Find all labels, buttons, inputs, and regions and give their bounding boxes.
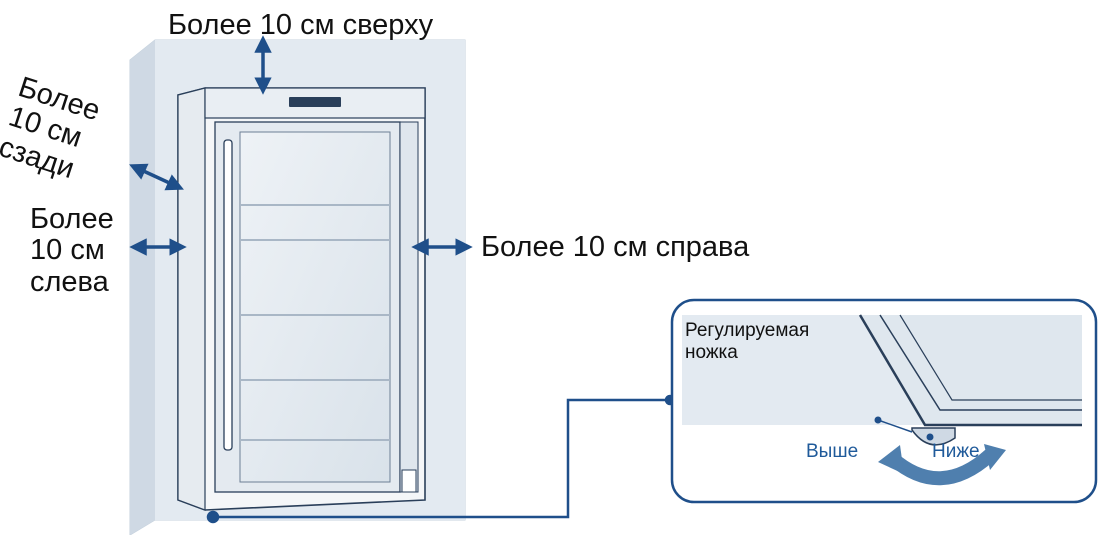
door-handle bbox=[223, 139, 233, 451]
left-label-line-1: Более bbox=[30, 203, 114, 235]
rotate-up-arrowhead bbox=[878, 445, 904, 474]
right-clearance-label: Более 10 см справа bbox=[481, 231, 750, 263]
wine-fridge bbox=[177, 87, 426, 511]
top-clearance-label: Более 10 см сверху bbox=[168, 9, 434, 41]
clearance-arrows bbox=[129, 35, 473, 256]
left-clearance-label: Более 10 см слева bbox=[30, 203, 114, 298]
foot-label-line-1: Регулируемая bbox=[685, 320, 810, 341]
adjustable-foot-label: Регулируемая ножка bbox=[685, 320, 809, 364]
shelves bbox=[240, 204, 390, 441]
adjustable-foot bbox=[911, 427, 956, 446]
left-label-line-2: 10 см bbox=[30, 234, 105, 267]
back-arrow bbox=[129, 163, 184, 191]
foot-label-line-2: ножка bbox=[685, 341, 738, 363]
rotate-down-arrowhead bbox=[984, 444, 1006, 470]
lower-label: Ниже bbox=[932, 441, 980, 462]
foot-detail-callout bbox=[670, 298, 1098, 504]
display-panel bbox=[289, 97, 341, 107]
higher-label: Выше bbox=[806, 441, 859, 462]
left-label-line-3: слева bbox=[30, 265, 109, 298]
